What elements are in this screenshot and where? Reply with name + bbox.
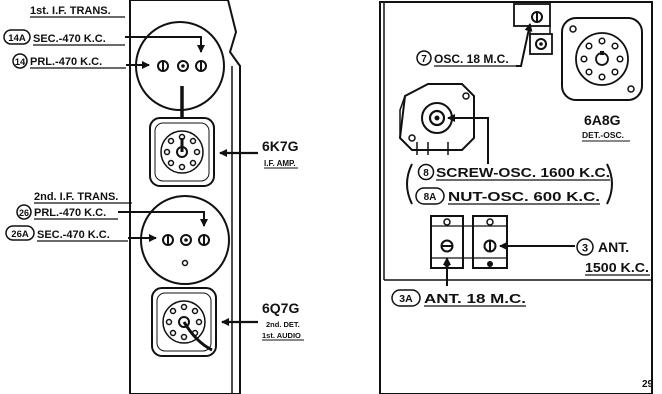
osc-padder-assembly <box>398 83 475 155</box>
trimmer-3a-icon <box>440 239 454 253</box>
osc-18mc-text: OSC. 18 M.C. <box>434 52 509 66</box>
if1-prl-text: PRL.-470 K.C. <box>30 56 102 68</box>
badge-7: 7 <box>416 50 432 66</box>
badge-3a: 3A <box>391 289 421 307</box>
trimmer-26a-icon <box>162 234 174 246</box>
badge-26a: 26A <box>5 225 35 241</box>
center-nut-2-icon <box>180 234 192 246</box>
nut-osc-text: NUT-OSC. 600 K.C. <box>448 189 600 204</box>
badge-3: 3 <box>576 238 594 256</box>
tube2-function-1: 2nd. DET. <box>266 320 300 329</box>
if2-labels: 2nd. I.F. TRANS. 26 PRL.-470 K.C. 26A SE… <box>5 191 208 242</box>
badge-7-label: 7 <box>421 54 427 65</box>
badge-8a: 8A <box>415 187 445 205</box>
badge-14a-label: 14A <box>8 33 26 44</box>
badge-14a: 14A <box>3 29 31 45</box>
ant-trimmer-assembly <box>430 215 508 269</box>
badge-8-label: 8 <box>423 168 429 179</box>
tube1-function: I.F. AMP. <box>264 159 296 168</box>
center-nut-icon <box>177 60 189 72</box>
if1-title: 1st. I.F. TRANS. <box>30 5 111 17</box>
badge-8a-label: 8A <box>424 192 437 203</box>
ant-18mc-label: 3A ANT. 18 M.C. <box>391 257 526 307</box>
tube2-labels: 6Q7G 2nd. DET. 1st. AUDIO <box>221 300 304 341</box>
badge-3-label: 3 <box>582 243 588 255</box>
osc-trimmer-bracket <box>513 3 553 55</box>
if1-labels: 1st. I.F. TRANS. 14A SEC.-470 K.C. 14 PR… <box>3 5 205 69</box>
if2-sec-text: SEC.-470 K.C. <box>37 229 110 241</box>
trimmer-26-icon <box>198 234 210 246</box>
badge-14-label: 14 <box>15 57 26 68</box>
if-transformer-2 <box>140 195 230 285</box>
badge-8: 8 <box>417 163 435 181</box>
tube-6a8g-function: DET.-OSC. <box>582 130 624 140</box>
page-number: 29 <box>642 379 654 390</box>
badge-26-label: 26 <box>19 208 29 218</box>
badge-26: 26 <box>16 204 32 220</box>
trimmer-14a-icon <box>195 60 207 72</box>
badge-3a-label: 3A <box>399 293 413 305</box>
tube-socket-6k7g <box>149 117 215 187</box>
ant-text: ANT. <box>598 239 629 255</box>
if2-prl-text: PRL.-470 K.C. <box>34 207 106 219</box>
screw-osc-label: 8 SCREW-OSC. 1600 K.C. <box>406 114 613 205</box>
tube1-labels: 6K7G I.F. AMP. <box>219 138 299 169</box>
if1-sec-text: SEC.-470 K.C. <box>33 33 106 45</box>
tube-6a8g-labels: 6A8G DET.-OSC. <box>582 112 630 142</box>
trimmer-7-icon <box>531 11 543 23</box>
tube2-function-2: 1st. AUDIO <box>262 331 301 340</box>
if2-title: 2nd. I.F. TRANS. <box>34 191 118 203</box>
screw-osc-text: SCREW-OSC. 1600 K.C. <box>436 165 610 180</box>
tube-6a8g-name: 6A8G <box>584 112 621 128</box>
tube-socket-6q7g <box>151 287 217 357</box>
screw-8-icon <box>428 109 446 127</box>
nut-osc-label: 8A NUT-OSC. 600 K.C. <box>415 187 600 205</box>
badge-26a-label: 26A <box>11 229 29 240</box>
trimmer-3-icon <box>483 239 497 253</box>
tube1-name: 6K7G <box>262 138 299 154</box>
tube2-name: 6Q7G <box>262 300 299 316</box>
tube-socket-6a8g <box>561 17 643 101</box>
trimmer-14-icon <box>157 60 169 72</box>
osc-18mc-label: 7 OSC. 18 M.C. <box>416 23 533 67</box>
ant-freq-text: 1500 K.C. <box>585 260 649 275</box>
badge-14: 14 <box>12 53 28 69</box>
ant-18mc-text: ANT. 18 M.C. <box>424 291 526 306</box>
ant-1500kc-label: 3 ANT. 1500 K.C. <box>499 238 650 276</box>
